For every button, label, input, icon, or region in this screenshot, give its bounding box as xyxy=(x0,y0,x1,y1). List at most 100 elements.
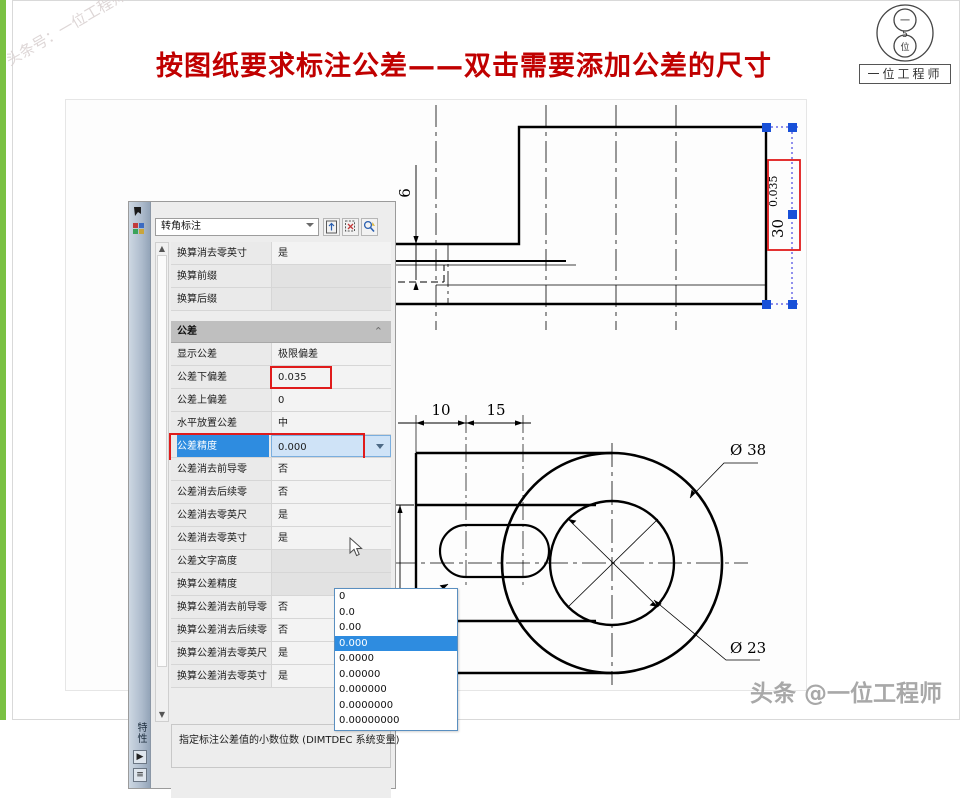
property-label: 公差消去后续零 xyxy=(177,487,247,498)
dim-15-label: 15 xyxy=(486,401,505,419)
section-title: 公差 xyxy=(177,326,197,337)
property-grid: 换算消去零英寸 是 换算前缀 换算后缀 公差 ⌃ xyxy=(169,242,391,798)
property-row-lower-deviation[interactable]: 公差下偏差 0.035 xyxy=(171,366,391,389)
property-value[interactable]: 中 xyxy=(271,412,391,434)
grid-gap xyxy=(171,311,391,321)
property-row[interactable]: 显示公差 极限偏差 xyxy=(171,343,391,366)
property-row[interactable]: 公差消去零英尺 是 xyxy=(171,504,391,527)
dropdown-option[interactable]: 0 xyxy=(339,591,346,602)
property-label: 换算消去零英寸 xyxy=(177,248,247,259)
property-label: 公差消去零英寸 xyxy=(177,533,247,544)
property-value[interactable]: 是 xyxy=(271,242,391,264)
section-header-tolerance[interactable]: 公差 ⌃ xyxy=(171,321,391,343)
dropdown-option[interactable]: 0.00 xyxy=(339,622,362,633)
property-row[interactable]: 公差上偏差 0 xyxy=(171,389,391,412)
dim-d38-label: Ø 38 xyxy=(730,441,766,459)
grip-bottom-left xyxy=(762,300,771,309)
grip-mid xyxy=(788,210,797,219)
property-label: 换算前缀 xyxy=(177,271,217,282)
selected-dim-value: 30 xyxy=(769,219,787,238)
scroll-thumb[interactable] xyxy=(157,255,167,667)
property-value[interactable]: 极限偏差 xyxy=(271,343,391,365)
property-label: 公差下偏差 xyxy=(177,372,227,383)
property-row-tolerance-precision[interactable]: 公差精度 0.000 xyxy=(169,433,391,460)
grip-top-right xyxy=(788,123,797,132)
property-value[interactable]: 否 xyxy=(271,481,391,503)
object-type-value: 转角标注 xyxy=(161,221,201,232)
property-value[interactable] xyxy=(271,550,391,572)
property-value[interactable] xyxy=(271,265,391,287)
dropdown-option[interactable]: 0.000000 xyxy=(339,684,387,695)
grip-bottom-right xyxy=(788,300,797,309)
property-row[interactable]: 公差消去零英寸 是 xyxy=(171,527,391,550)
palette-left-rail: 特性 ▶ ≡ xyxy=(129,202,151,788)
dropdown-option[interactable]: 0.00000 xyxy=(339,668,381,680)
property-value[interactable]: 0 xyxy=(271,389,391,411)
property-value[interactable]: 0.035 xyxy=(271,366,391,388)
chevron-down-icon[interactable] xyxy=(376,444,384,449)
watermark-top-left: 头条号：一位工程师 xyxy=(3,0,129,70)
close-palette-icon[interactable] xyxy=(132,205,148,221)
property-label: 换算公差消去零英尺 xyxy=(177,648,267,659)
tolerance-precision-dropdown[interactable]: 0 0.0 0.00 0.000 0.0000 0.00000 0.000000… xyxy=(334,588,458,731)
cad-drawing-area[interactable]: 11 8 6 xyxy=(66,100,806,798)
property-label: 换算公差精度 xyxy=(177,579,237,590)
property-value[interactable] xyxy=(271,288,391,310)
chevron-up-icon[interactable]: ⌃ xyxy=(373,325,383,338)
svg-text:位: 位 xyxy=(900,41,909,53)
properties-palette[interactable]: 特性 ▶ ≡ 转角标注 xyxy=(128,201,458,798)
dim-10-label: 10 xyxy=(431,401,450,419)
dropdown-option[interactable]: 0.0 xyxy=(339,606,355,618)
pickadd-button[interactable] xyxy=(361,218,378,236)
property-label: 换算后缀 xyxy=(177,294,217,305)
svg-text:5: 5 xyxy=(902,30,908,40)
svg-text:一: 一 xyxy=(900,16,910,27)
property-label: 水平放置公差 xyxy=(177,418,237,429)
property-row[interactable]: 公差消去前导零 否 xyxy=(171,458,391,481)
dim-d23-label: Ø 23 xyxy=(730,639,766,657)
property-label: 换算公差消去后续零 xyxy=(177,625,267,636)
property-row[interactable]: 水平放置公差 中 xyxy=(171,412,391,435)
chevron-down-icon xyxy=(306,223,314,227)
property-label: 显示公差 xyxy=(177,349,217,360)
dropdown-option[interactable]: 0.0000000 xyxy=(339,699,394,711)
dropdown-option[interactable]: 0.0000 xyxy=(339,653,374,664)
property-label: 公差精度 xyxy=(177,435,269,457)
property-label: 公差消去前导零 xyxy=(177,464,247,475)
palette-body: 转角标注 xyxy=(151,202,458,798)
property-row[interactable]: 换算后缀 xyxy=(171,288,391,311)
mouse-cursor-icon xyxy=(349,536,365,564)
brand-logo-caption: 一位工程师 xyxy=(859,64,951,84)
property-value[interactable]: 否 xyxy=(271,458,391,480)
select-objects-button[interactable] xyxy=(342,218,359,236)
property-row[interactable]: 公差消去后续零 否 xyxy=(171,481,391,504)
page-title: 按图纸要求标注公差——双击需要添加公差的尺寸 xyxy=(156,51,772,82)
property-row[interactable]: 公差文字高度 xyxy=(171,550,391,573)
property-label: 换算公差消去前导零 xyxy=(177,602,267,613)
property-value[interactable]: 是 xyxy=(271,504,391,526)
grip-top-left xyxy=(762,123,771,132)
dropdown-option-selected[interactable]: 0.000 xyxy=(335,635,457,651)
selected-dimension-highlight xyxy=(767,159,801,251)
scroll-up-icon[interactable]: ▲ xyxy=(158,244,166,253)
palette-options-icon[interactable] xyxy=(132,222,148,238)
object-type-selector[interactable]: 转角标注 xyxy=(155,218,319,236)
dim-6-label: 6 xyxy=(396,188,414,198)
tolerance-precision-combo[interactable]: 0.000 xyxy=(271,435,391,457)
palette-autohide-button[interactable]: ▶ xyxy=(133,750,147,764)
scroll-down-icon[interactable]: ▼ xyxy=(158,710,166,719)
property-row[interactable]: 换算前缀 xyxy=(171,265,391,288)
watermark-bottom-right: 头条 @一位工程师 xyxy=(749,681,942,707)
palette-menu-button[interactable]: ≡ xyxy=(133,768,147,782)
property-row[interactable]: 换算消去零英寸 是 xyxy=(171,242,391,265)
palette-scrollbar[interactable]: ▲ ▼ xyxy=(155,242,169,722)
brand-logo: 一 5 位 一位工程师 xyxy=(856,2,954,86)
dropdown-option[interactable]: 0.00000000 xyxy=(339,715,400,726)
property-value[interactable]: 是 xyxy=(271,527,391,549)
slot-outline xyxy=(438,523,551,579)
property-label: 公差文字高度 xyxy=(177,556,237,567)
property-label: 公差消去零英尺 xyxy=(177,510,247,521)
selected-dim-tolerance: 0.035 xyxy=(767,176,780,208)
quick-select-button[interactable] xyxy=(323,218,340,236)
